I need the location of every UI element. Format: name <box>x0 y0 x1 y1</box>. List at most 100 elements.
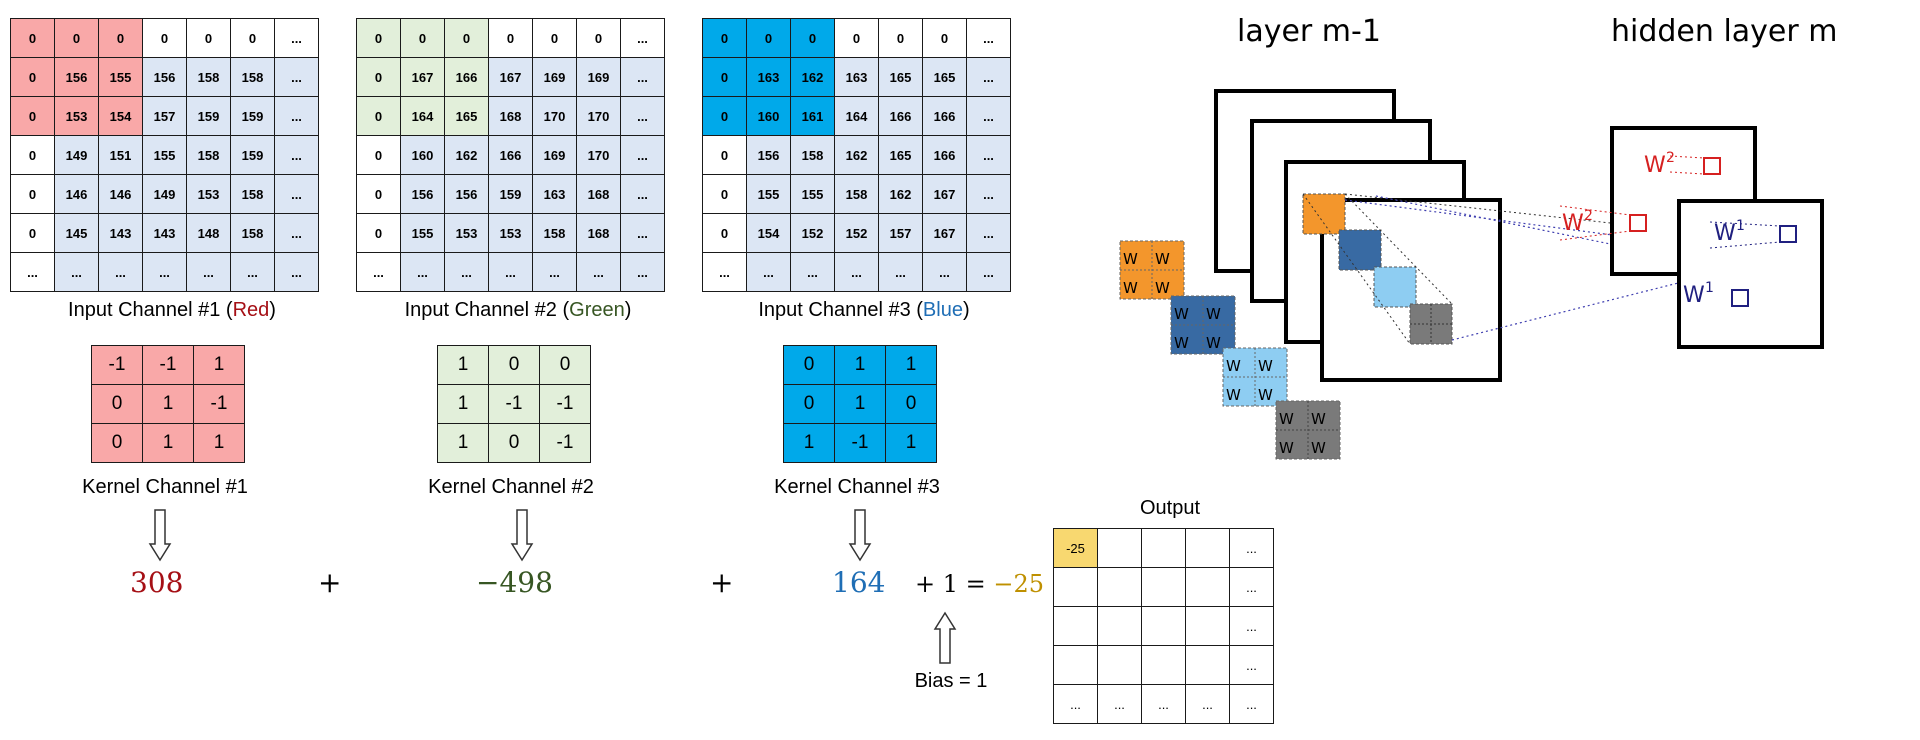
w1-label-lower: W 1 <box>1683 280 1749 308</box>
output-cell: ... <box>1097 684 1142 724</box>
grid-cell: 0 <box>10 57 55 97</box>
kernel-cell: -1 <box>142 345 194 385</box>
grid-cell: 166 <box>488 135 533 175</box>
kernel-cell: 1 <box>834 384 886 424</box>
grid-cell: 0 <box>702 57 747 97</box>
grid-cell: 0 <box>702 135 747 175</box>
grid-cell: 146 <box>98 174 143 214</box>
kernel-cell: 1 <box>437 384 489 424</box>
grid-cell: 155 <box>790 174 835 214</box>
grid-cell: 0 <box>54 18 99 58</box>
kernel-cell: 0 <box>783 384 835 424</box>
output-cell: ... <box>1229 606 1274 646</box>
kernel-cell: -1 <box>834 423 886 463</box>
grid-cell: ... <box>966 174 1011 214</box>
grid-cell: 167 <box>922 213 967 253</box>
grid-cell: 158 <box>790 135 835 175</box>
kernel-cell: 1 <box>193 423 245 463</box>
grid-cell: ... <box>966 57 1011 97</box>
output-cell <box>1141 645 1186 685</box>
grid-cell: 143 <box>98 213 143 253</box>
kernel-cell: -1 <box>539 384 591 424</box>
grid-cell: ... <box>966 18 1011 58</box>
grid-cell: 165 <box>444 96 489 136</box>
grid-cell: ... <box>488 252 533 292</box>
up-arrow-icon <box>933 611 957 664</box>
grid-cell: 0 <box>356 135 401 175</box>
svg-text:W: W <box>1155 279 1170 297</box>
kernel-cell: 0 <box>783 345 835 385</box>
grid-cell: 143 <box>142 213 187 253</box>
grid-cell: 0 <box>10 213 55 253</box>
grid-cell: 0 <box>98 18 143 58</box>
grid-cell: 156 <box>54 57 99 97</box>
grid-cell: 154 <box>98 96 143 136</box>
grid-cell: 0 <box>400 18 445 58</box>
caption-color-word-green: Green <box>569 299 625 321</box>
kernel-cell: 1 <box>142 384 194 424</box>
grid-cell: 156 <box>400 174 445 214</box>
grid-cell: 163 <box>834 57 879 97</box>
grid-cell: 170 <box>532 96 577 136</box>
grid-cell: ... <box>834 252 879 292</box>
kernel-cell: 1 <box>885 345 937 385</box>
grid-cell: 158 <box>186 57 231 97</box>
output-cell <box>1097 645 1142 685</box>
grid-cell: 0 <box>10 135 55 175</box>
grid-cell: 0 <box>702 18 747 58</box>
kernel-cell: 1 <box>885 423 937 463</box>
sum-value-green: −498 <box>476 566 553 599</box>
grid-cell: ... <box>356 252 401 292</box>
patch-lightblue <box>1373 266 1417 308</box>
kernel-caption-3: Kernel Channel #3 <box>774 476 940 498</box>
grid-cell: ... <box>142 252 187 292</box>
grid-cell: 146 <box>54 174 99 214</box>
output-cell <box>1141 528 1186 568</box>
grid-cell: 0 <box>230 18 275 58</box>
grid-cell: 158 <box>230 174 275 214</box>
kernel-cell: 0 <box>488 423 540 463</box>
grid-cell: ... <box>922 252 967 292</box>
grid-cell: 149 <box>142 174 187 214</box>
grid-cell: ... <box>98 252 143 292</box>
grid-cell: ... <box>274 96 319 136</box>
grid-cell: 0 <box>356 174 401 214</box>
grid-cell: 153 <box>186 174 231 214</box>
grid-cell: 0 <box>834 18 879 58</box>
caption-color-word-blue: Blue <box>922 299 963 321</box>
sum-value-red: 308 <box>130 566 184 599</box>
grid-cell: 167 <box>400 57 445 97</box>
plus-sign: + <box>318 566 342 599</box>
output-cell: ... <box>1229 684 1274 724</box>
bias-label: Bias = 1 <box>914 670 988 692</box>
kernel-cell: 0 <box>539 345 591 385</box>
grid-cell: 161 <box>790 96 835 136</box>
output-cell <box>1053 606 1098 646</box>
svg-text:W: W <box>1206 305 1221 323</box>
grid-cell: 159 <box>488 174 533 214</box>
kernel-cell: 0 <box>885 384 937 424</box>
grid-cell: 166 <box>878 96 923 136</box>
grid-cell: 168 <box>488 96 533 136</box>
kernel-cell: 0 <box>91 384 143 424</box>
kernel-cell: -1 <box>488 384 540 424</box>
hidden-layer-m-title: hidden layer m <box>1611 14 1838 49</box>
w1-label-upper: W 1 <box>1709 218 1797 249</box>
grid-cell: 165 <box>878 57 923 97</box>
output-cell <box>1185 645 1230 685</box>
patch-orange <box>1302 193 1346 235</box>
grid-cell: 158 <box>834 174 879 214</box>
kernel-cell: -1 <box>539 423 591 463</box>
grid-row: ..................... <box>356 252 665 292</box>
down-arrow-icon <box>148 509 172 562</box>
grid-cell: ... <box>274 18 319 58</box>
grid-cell: 164 <box>400 96 445 136</box>
svg-text:W: W <box>1258 386 1273 404</box>
hidden-map-front <box>1677 199 1824 349</box>
